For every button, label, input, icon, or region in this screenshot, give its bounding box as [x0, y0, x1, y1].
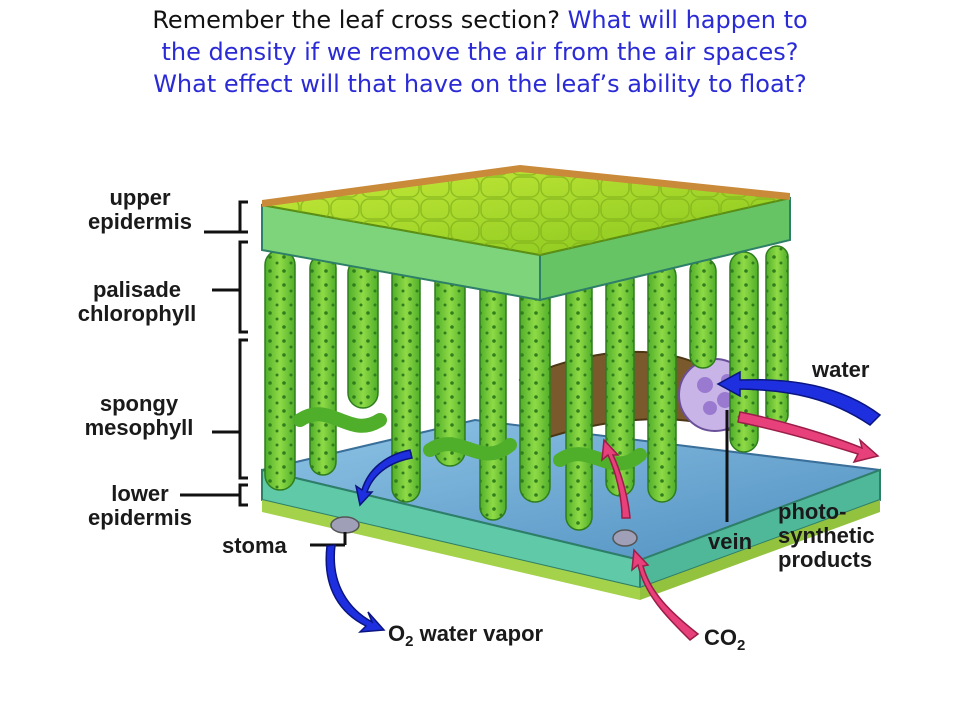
label-brackets: [180, 200, 729, 547]
label-spongy-mesophyll: spongy mesophyll: [66, 392, 212, 440]
label-photo: photo-: [778, 499, 847, 524]
title-question-1b: the density if we remove the air from th…: [161, 38, 799, 66]
title-question-2: What effect will that have on the leaf’s…: [153, 70, 807, 98]
label-water-vapor: water vapor: [413, 621, 544, 646]
co2-arrow: [631, 548, 700, 641]
label-spongy: spongy: [99, 391, 179, 416]
inner-blue-arrow: [354, 449, 413, 507]
label-o2-subscript: 2: [405, 633, 414, 650]
label-lower: lower: [111, 481, 169, 506]
label-upper-epidermis: upper epidermis: [70, 186, 210, 234]
label-synthetic: synthetic: [778, 523, 875, 548]
label-palisade: palisade: [92, 277, 182, 302]
label-epidermis-upper: epidermis: [88, 209, 192, 234]
label-upper: upper: [109, 185, 171, 210]
title-lead: Remember the leaf cross section?: [152, 6, 560, 34]
label-lower-epidermis: lower epidermis: [70, 482, 210, 530]
label-o2-symbol: O: [388, 621, 406, 646]
label-palisade-chlorophyll: palisade chlorophyll: [62, 278, 212, 326]
label-water: water: [812, 357, 870, 382]
vein-tube: [518, 350, 752, 442]
label-co2: CO2: [704, 626, 745, 658]
products-arrow: [737, 411, 880, 464]
inner-pink-arrow: [601, 438, 631, 519]
label-vein: vein: [708, 529, 753, 554]
water-arrow: [716, 370, 882, 426]
label-chlorophyll: chlorophyll: [77, 301, 197, 326]
label-o2-water-vapor: O2 water vapor: [388, 622, 543, 654]
o2-water-vapor-arrow: [325, 544, 386, 633]
label-stoma: stoma: [222, 533, 287, 558]
label-epidermis-lower: epidermis: [88, 505, 192, 530]
mesophyll-cells: [264, 245, 789, 531]
label-co2-subscript: 2: [737, 637, 746, 654]
page-title: Remember the leaf cross section? What wi…: [0, 4, 960, 100]
label-products: products: [778, 547, 873, 572]
title-question-1a: What will happen to: [567, 6, 808, 34]
stoma-openings: [330, 516, 638, 547]
label-co-symbol: CO: [704, 625, 737, 650]
upper-epidermis: [261, 165, 791, 302]
label-photosynthetic-products: photo- synthetic products: [778, 500, 875, 572]
label-mesophyll: mesophyll: [84, 415, 194, 440]
